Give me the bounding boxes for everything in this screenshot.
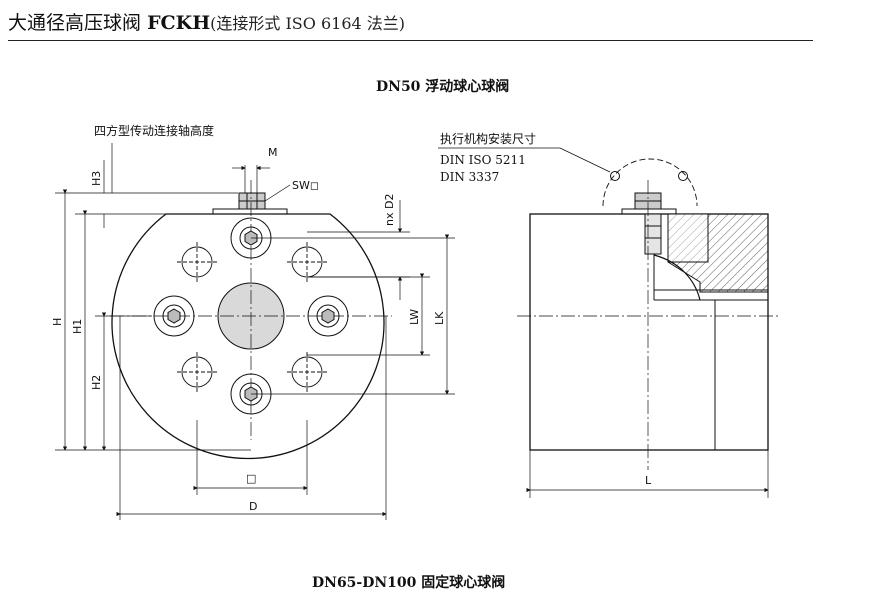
label-d: D [249,500,257,513]
mounting-arc [602,158,698,207]
front-view [110,180,392,460]
label-h3: H3 [90,171,103,186]
label-h: H [51,318,64,326]
bolt-bottom [230,373,272,415]
caption-top: DN50 浮动球心球阀 [376,79,510,95]
label-h2: H2 [90,375,103,390]
label-lw: LW [408,309,421,325]
standard-2: DIN 3337 [440,170,499,184]
top-plate [212,208,288,215]
hole-tl [177,242,217,282]
bolt-left [153,295,195,337]
label-square: □ [246,472,256,485]
side-view [529,158,769,451]
hole-tr [287,242,327,282]
title-cn: 大通径高压球阀 [8,12,142,34]
title-code: FCKH [147,12,211,34]
mount-hole-left [610,171,620,181]
label-sw: SW◻ [292,179,319,192]
standard-1: DIN ISO 5211 [440,153,526,167]
caption-bottom: DN65-DN100 固定球心球阀 [312,575,506,591]
side-note: 执行机构安装尺寸 [440,131,536,146]
side-dimensions [438,147,780,498]
bolt-right [307,295,349,337]
front-dimensions [55,143,455,520]
label-nxd2: nx D2 [383,194,396,226]
label-m: M [268,146,278,159]
hole-bl [177,352,217,392]
valve-body-outline [111,213,385,460]
title-rule [8,40,813,41]
page-title: 大通径高压球阀 FCKH(连接形式 ISO 6164 法兰) [8,8,405,35]
label-l: L [645,474,652,487]
side-top-plate [621,208,677,215]
label-lk: LK [433,311,446,325]
mount-hole-right [678,171,688,181]
front-note: 四方型传动连接轴高度 [94,123,214,138]
title-sub: (连接形式 ISO 6164 法兰) [210,14,406,33]
label-h1: H1 [71,319,84,334]
hole-br [287,352,327,392]
